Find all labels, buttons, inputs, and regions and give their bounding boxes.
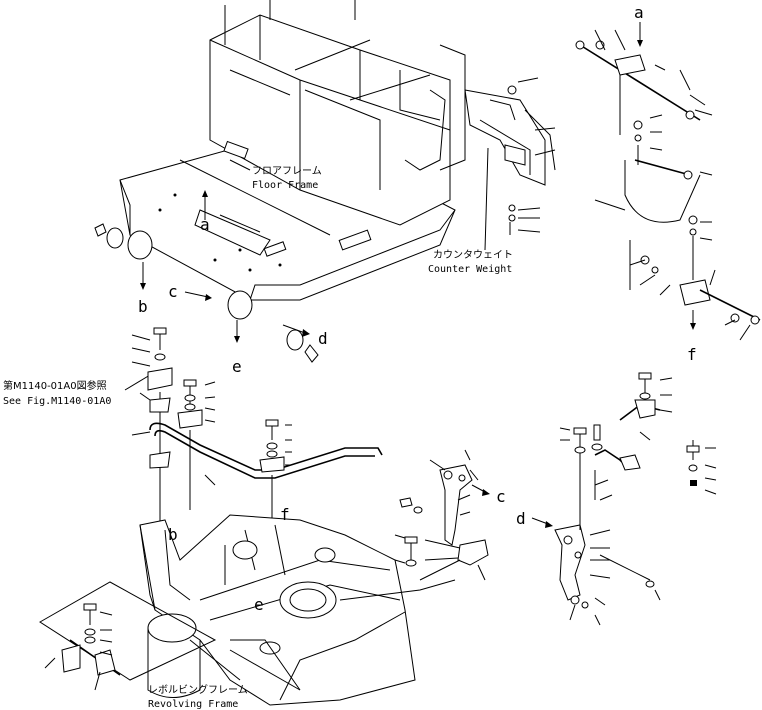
svg-text:e: e [254, 595, 264, 614]
callout-a-top: a [200, 190, 210, 234]
callout-f-right: f [687, 310, 697, 364]
svg-text:a: a [200, 215, 210, 234]
reference-note: 第M1140-01A0図参照 See Fig.M1140-01A0 [3, 374, 151, 407]
svg-text:フロアフレーム: フロアフレーム [252, 165, 322, 177]
floor-frame [94, 0, 466, 363]
callout-e-frame: e [254, 595, 264, 614]
svg-text:a: a [634, 3, 644, 22]
svg-text:レボルビングフレーム: レボルビングフレーム [148, 683, 248, 696]
lock-lever-upper-assembly [575, 29, 761, 341]
center-bolt-stack [259, 419, 292, 545]
left-bracket-stack [131, 327, 216, 560]
callout-d-right: d [516, 509, 553, 528]
svg-text:f: f [687, 345, 697, 364]
svg-text:Revolving Frame: Revolving Frame [148, 699, 238, 710]
revolving-frame-label: レボルビングフレーム Revolving Frame [148, 683, 248, 710]
svg-text:b: b [138, 297, 148, 316]
svg-text:d: d [516, 509, 526, 528]
svg-text:Counter Weight: Counter Weight [428, 264, 512, 275]
hand-rail-bar [149, 422, 383, 486]
svg-text:See Fig.M1140-01A0: See Fig.M1140-01A0 [3, 396, 111, 407]
lock-lever-middle [339, 449, 489, 601]
lower-left-subassembly [39, 581, 217, 691]
callout-b-top: b [138, 262, 148, 316]
svg-text:第M1140-01A0図参照: 第M1140-01A0図参照 [3, 379, 107, 392]
callout-a-right: a [634, 3, 644, 47]
callout-f-frame: f [280, 505, 290, 524]
svg-text:d: d [318, 329, 328, 348]
svg-text:カウンタウェイト: カウンタウェイト [433, 249, 513, 261]
svg-text:e: e [232, 357, 242, 376]
callout-e-top: e [232, 320, 242, 376]
counter-weight-label: カウンタウェイト Counter Weight [428, 147, 513, 275]
svg-text:b: b [168, 525, 178, 544]
floor-frame-label: フロアフレーム Floor Frame [229, 159, 322, 191]
callout-c-top: c [168, 282, 212, 301]
svg-text:f: f [280, 505, 290, 524]
revolving-frame [139, 514, 416, 706]
callout-c-middle: c [471, 484, 506, 506]
svg-text:Floor Frame: Floor Frame [252, 180, 318, 191]
lock-lever-right [554, 372, 717, 626]
callout-d-top: d [282, 324, 328, 348]
counterweight-bracket [464, 77, 556, 235]
svg-text:c: c [168, 282, 178, 301]
svg-text:c: c [496, 487, 506, 506]
callout-b-frame: b [168, 525, 178, 544]
